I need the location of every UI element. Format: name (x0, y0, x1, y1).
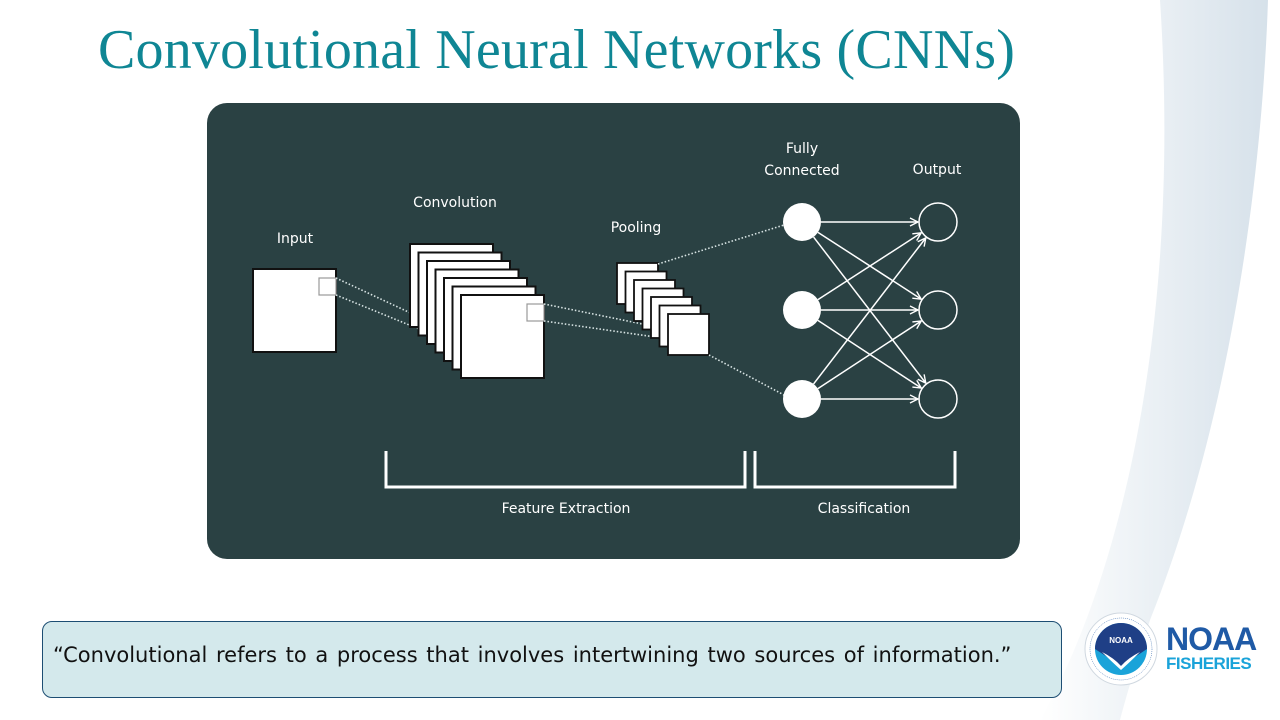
input-image (252, 268, 337, 353)
label-pooling: Pooling (610, 220, 662, 236)
conv-receptive-field (526, 303, 545, 322)
pooling-feature-map (667, 313, 710, 356)
connector-input-conv-top (335, 277, 420, 318)
output-node (918, 202, 958, 242)
fc-output-connection (812, 238, 926, 385)
cnn-diagram: Input Convolution Pooling Fully Connecte… (207, 103, 1020, 559)
label-fully: Fully (785, 141, 819, 157)
fc-output-connection (817, 233, 921, 301)
label-classification: Classification (817, 501, 911, 517)
noaa-seal-logo: NOAA (1084, 612, 1158, 686)
label-output: Output (912, 162, 962, 178)
label-feature-extraction: Feature Extraction (501, 501, 631, 517)
logo-subtitle: FISHERIES (1166, 654, 1252, 673)
feature-extraction-bracket (384, 451, 747, 489)
fully-connected-node (783, 291, 821, 329)
label-input: Input (276, 231, 314, 247)
seal-text: NOAA (1109, 636, 1133, 645)
fc-output-connection (817, 321, 921, 390)
output-node (918, 379, 958, 419)
classification-bracket (753, 451, 957, 489)
label-convolution: Convolution (413, 195, 497, 211)
noaa-fisheries-wordmark: NOAA FISHERIES (1166, 621, 1257, 673)
slide-title: Convolutional Neural Networks (CNNs) (98, 19, 1016, 81)
connector-pool-fc-top (657, 224, 785, 265)
fully-connected-node (783, 203, 821, 241)
label-fully-connected: Fully Connected (747, 138, 857, 182)
quote-text: “Convolutional refers to a process that … (53, 643, 1012, 667)
quote-box: “Convolutional refers to a process that … (42, 621, 1062, 698)
fully-connected-node (783, 380, 821, 418)
label-connected: Connected (764, 163, 840, 179)
logo-name: NOAA (1166, 621, 1257, 657)
cnn-diagram-graphic (252, 202, 958, 489)
connector-input-conv-bottom (335, 294, 420, 330)
connector-conv-pool-top (543, 303, 663, 329)
connector-pool-fc-bottom (708, 354, 785, 396)
output-node (918, 290, 958, 330)
connector-conv-pool-bottom (543, 320, 663, 339)
input-receptive-field (318, 277, 337, 296)
